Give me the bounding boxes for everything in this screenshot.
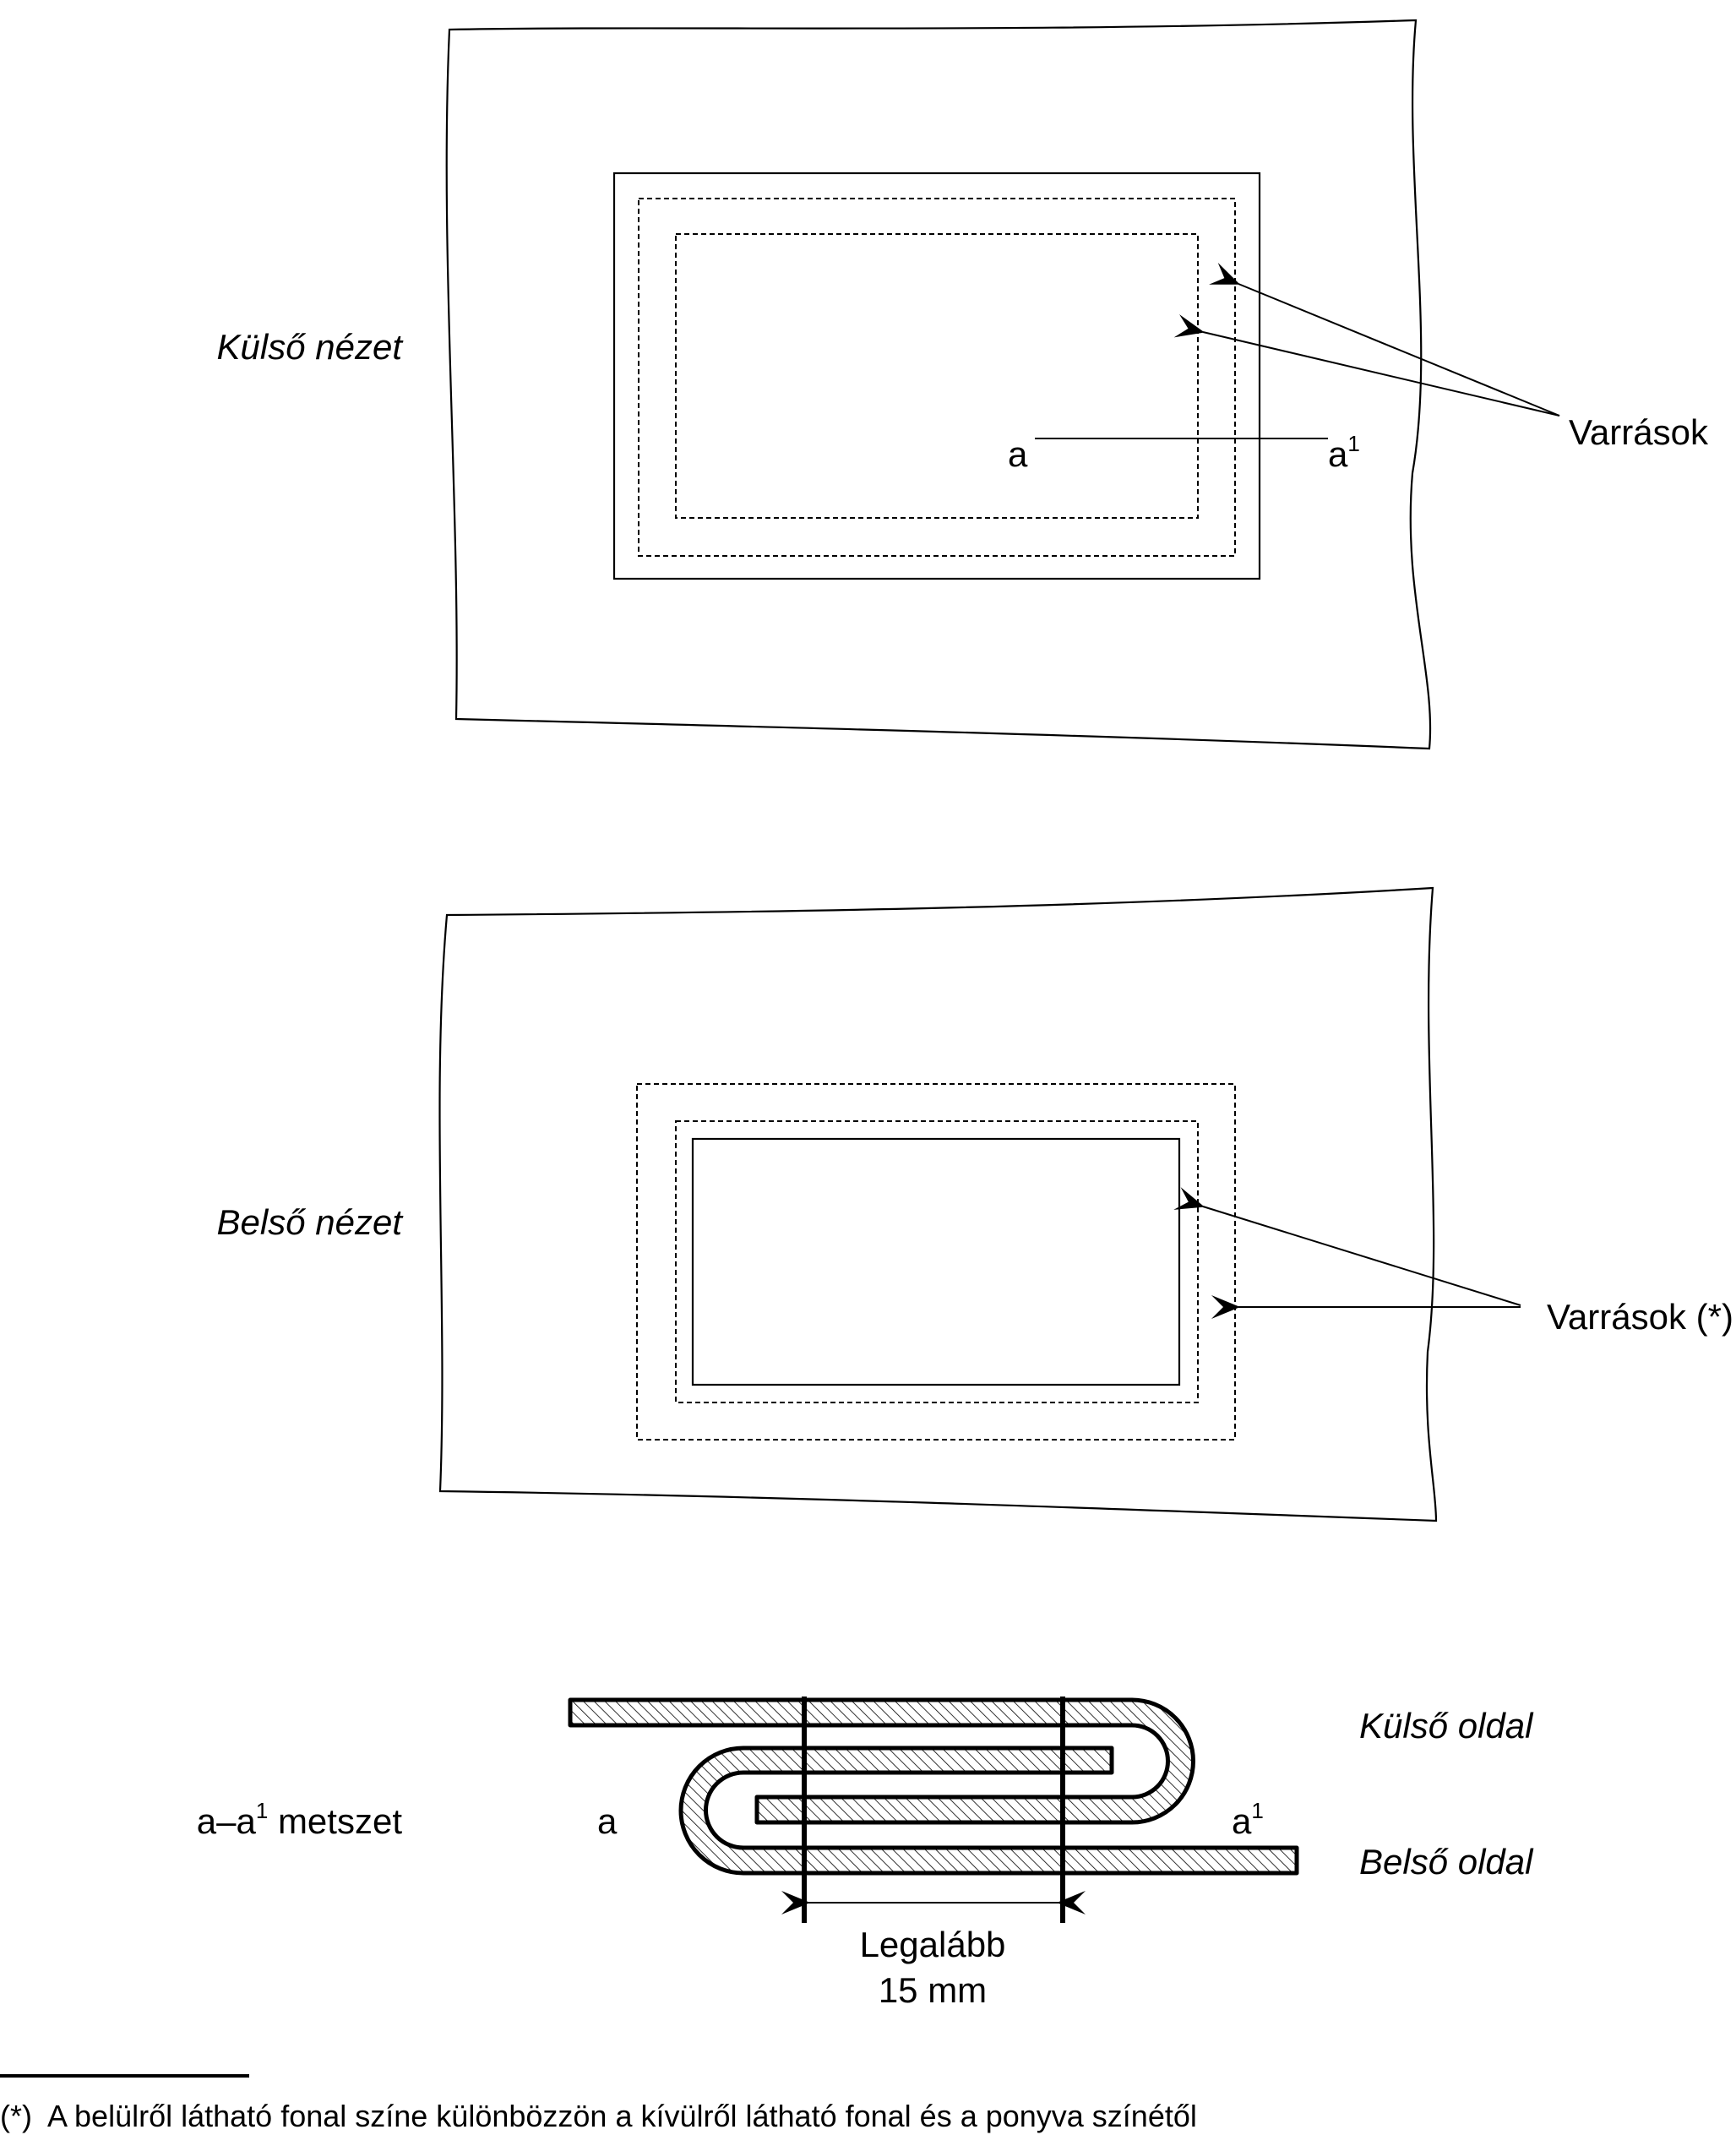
exterior-fabric-sheet xyxy=(445,19,1432,750)
dimension-label-line2: 15 mm xyxy=(879,1970,987,2010)
cross-section: a–a1 metszet Legalább 15 mm a a1 Külső o… xyxy=(197,1697,1534,2010)
seams-label: Varrások xyxy=(1569,412,1709,452)
exterior-patch-edge xyxy=(612,172,1261,580)
section-start-label: a xyxy=(1008,434,1028,474)
patch-fabric-fold xyxy=(678,1746,1299,1876)
footnote-text: (*) A belülről látható fonal színe külön… xyxy=(0,2099,1197,2133)
interior-seam-inner xyxy=(675,1120,1199,1403)
section-end-label: a1 xyxy=(1328,431,1360,474)
seam-pointer-arrow xyxy=(1173,314,1560,417)
interior-view-title: Belső nézet xyxy=(217,1202,405,1242)
interior-view: Varrások (*) Belső nézet xyxy=(217,886,1733,1522)
seams-label-footnoted: Varrások (*) xyxy=(1547,1297,1733,1337)
section-left-label: a xyxy=(597,1801,618,1841)
outer-side-label: Külső oldal xyxy=(1359,1706,1534,1746)
exterior-view: a a1 Varrások Külső nézet xyxy=(217,19,1709,750)
inner-side-label: Belső oldal xyxy=(1359,1842,1534,1882)
section-title: a–a1 metszet xyxy=(197,1798,403,1841)
outer-fabric-fold xyxy=(568,1697,1195,1825)
section-right-label: a1 xyxy=(1232,1798,1264,1841)
exterior-view-title: Külső nézet xyxy=(217,327,405,367)
interior-opening-edge xyxy=(691,1137,1181,1386)
exterior-seam-outer xyxy=(638,198,1236,557)
dimension-label-line1: Legalább xyxy=(860,1925,1006,1964)
seam-pointer-arrow xyxy=(1209,262,1560,417)
seam-pointer-arrow xyxy=(1173,1187,1521,1306)
interior-seam-outer xyxy=(636,1083,1236,1441)
interior-fabric-sheet xyxy=(438,886,1438,1522)
exterior-seam-inner xyxy=(675,233,1199,519)
